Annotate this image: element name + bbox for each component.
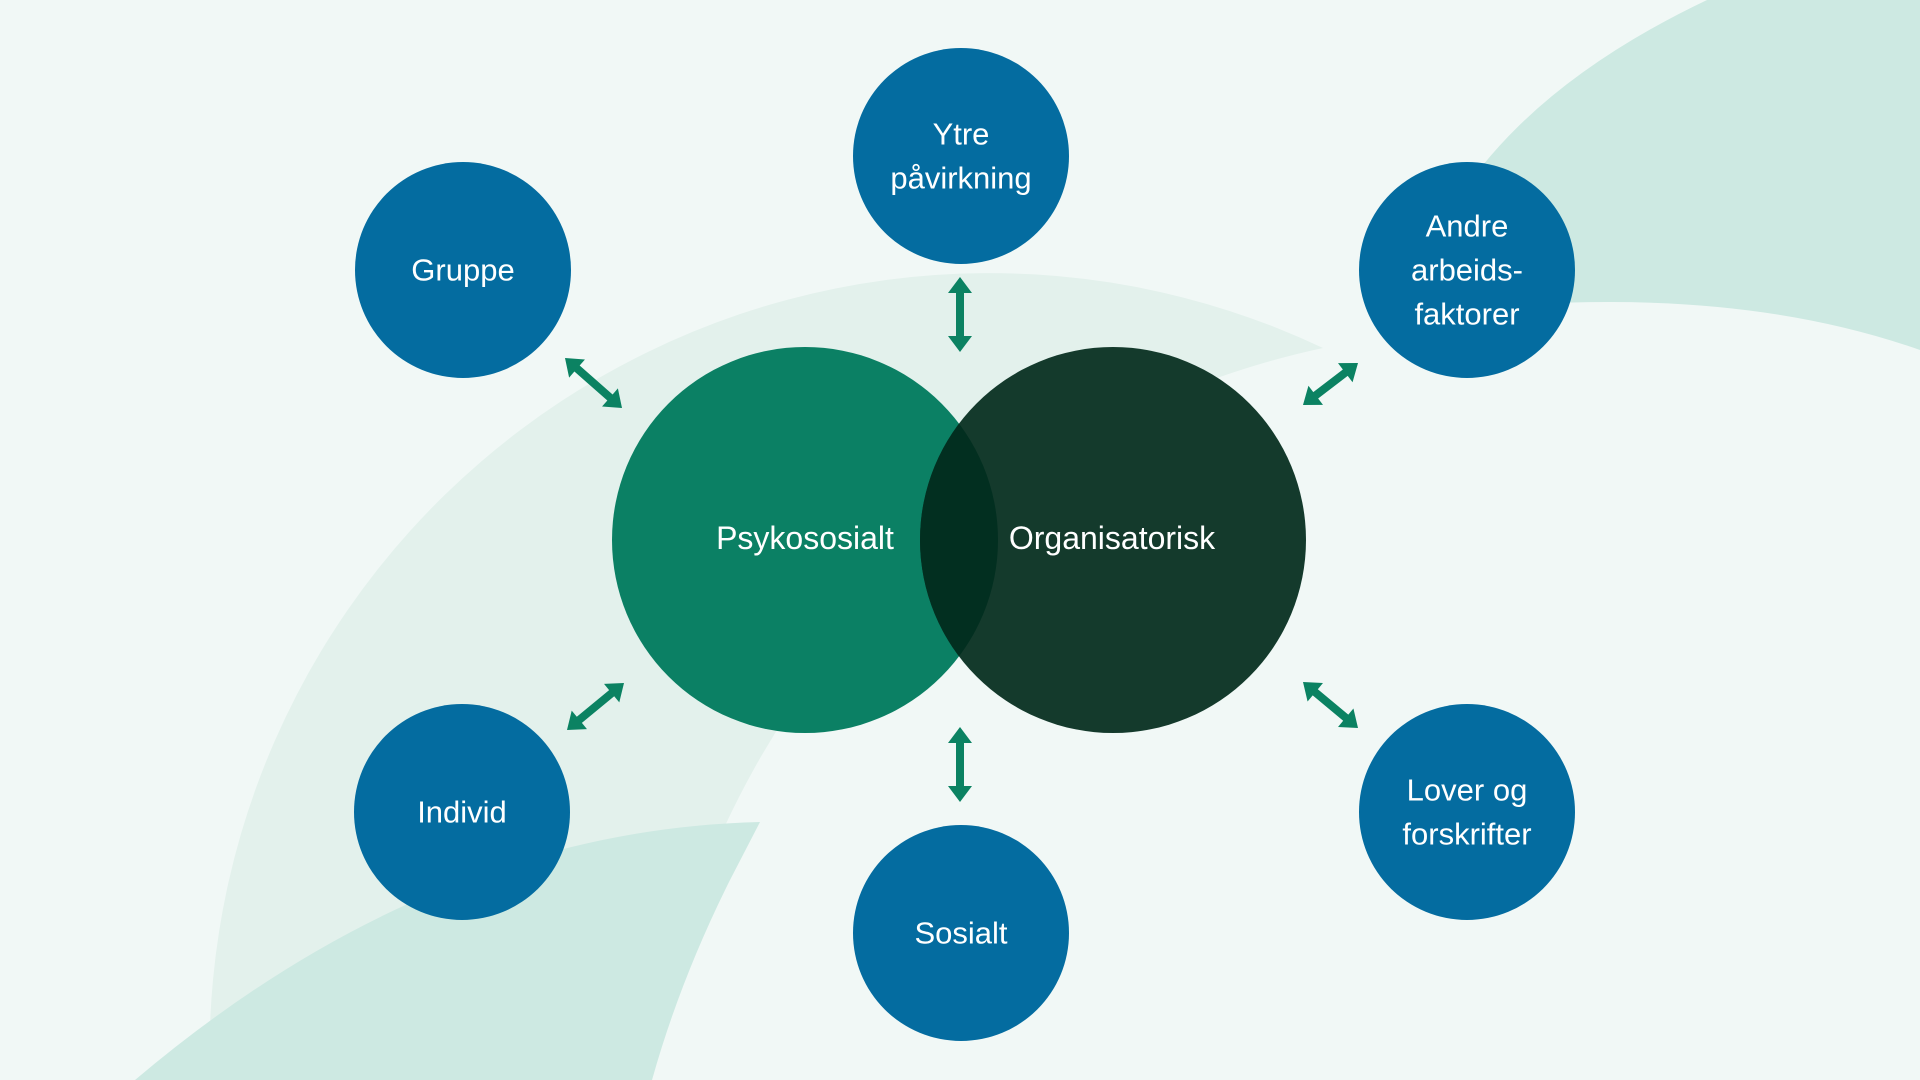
arrow-andre-arbeidsfaktorer [1303, 363, 1358, 405]
venn-core: Psykososialt Organisatorisk [612, 347, 1306, 733]
lover-og-forskrifter-circle[interactable] [1359, 704, 1575, 920]
double-arrow-icon [566, 683, 624, 731]
double-arrow-icon [565, 358, 623, 409]
double-arrow-icon [948, 277, 972, 352]
sosialt-circle[interactable] [853, 825, 1069, 1041]
arrow-ytre-pavirkning [948, 277, 972, 352]
sosialt-label-line: Sosialt [914, 916, 1007, 951]
arrow-gruppe [565, 358, 623, 409]
connection-arrows [565, 277, 1359, 802]
node-ytre-pavirkning[interactable]: Ytre påvirkning [853, 48, 1069, 264]
node-sosialt[interactable]: Sosialt [853, 825, 1069, 1041]
andre-arbeidsfaktorer-label-line: Andre [1426, 209, 1509, 244]
organisatorisk-label: Organisatorisk [1009, 520, 1216, 556]
node-andre-arbeidsfaktorer[interactable]: Andre arbeids-faktorer [1359, 162, 1575, 378]
arrow-sosialt [948, 727, 972, 802]
background-arc-top-right [1483, 0, 1920, 350]
lover-og-forskrifter-label-line: forskrifter [1402, 817, 1531, 852]
andre-arbeidsfaktorer-circle[interactable] [1359, 162, 1575, 378]
double-arrow-icon [948, 727, 972, 802]
background-arc-bottom-crescent [135, 822, 760, 1080]
individ-label-line: Individ [417, 795, 507, 830]
individ-circle[interactable] [354, 704, 570, 920]
ytre-pavirkning-label-line: Ytre [933, 117, 990, 152]
ytre-pavirkning-label-line: påvirkning [890, 161, 1031, 196]
node-gruppe[interactable]: Gruppe [355, 162, 571, 378]
arrow-lover-og-forskrifter [1303, 682, 1359, 729]
double-arrow-icon [1303, 363, 1358, 405]
double-arrow-icon [1303, 682, 1359, 729]
andre-arbeidsfaktorer-label-line: faktorer [1414, 297, 1519, 332]
node-individ[interactable]: Individ [354, 704, 570, 920]
psykososialt-label: Psykososialt [716, 520, 894, 556]
andre-arbeidsfaktorer-label-line: arbeids- [1411, 253, 1523, 288]
ytre-pavirkning-circle[interactable] [853, 48, 1069, 264]
lover-og-forskrifter-label-line: Lover og [1407, 773, 1528, 808]
psykososialt-circle[interactable] [612, 347, 998, 733]
gruppe-label-line: Gruppe [411, 253, 514, 288]
gruppe-circle[interactable] [355, 162, 571, 378]
arrow-individ [566, 683, 624, 731]
organisatorisk-circle[interactable] [920, 347, 1306, 733]
node-lover-og-forskrifter[interactable]: Lover og forskrifter [1359, 704, 1575, 920]
